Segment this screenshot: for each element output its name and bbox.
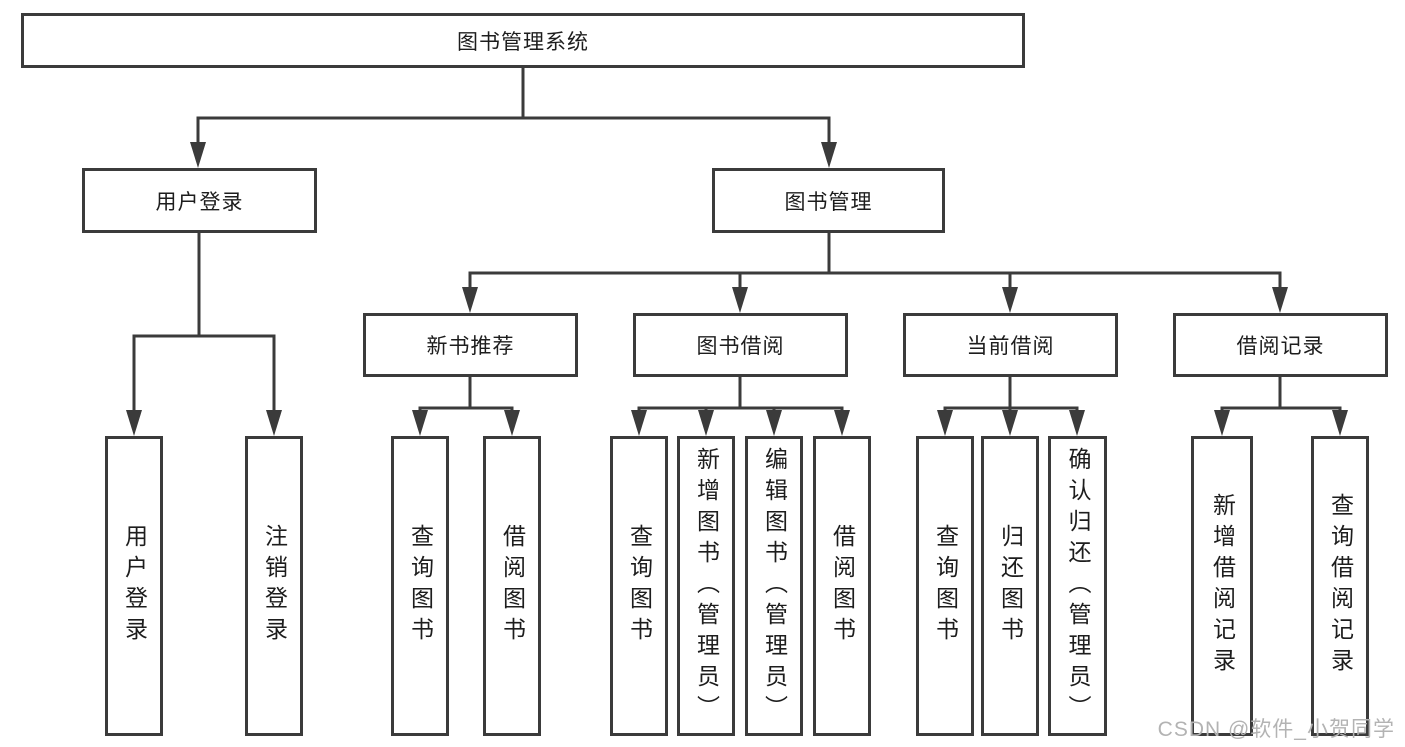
node-leaf-add-borrow-record: 新增借阅记录 [1191,436,1253,736]
arrowhead-icon [462,287,478,313]
node-leaf-borrow-books: 借阅图书 [813,436,871,736]
node-leaf-logout: 注销登录 [245,436,303,736]
arrowhead-icon [698,410,714,436]
arrowhead-icon [190,142,206,168]
node-borrow-records: 借阅记录 [1173,313,1388,377]
node-leaf-query-books-borrowing: 查询图书 [610,436,668,736]
arrowhead-icon [1214,410,1230,436]
node-leaf-return-books: 归还图书 [981,436,1039,736]
node-book-borrowing: 图书借阅 [633,313,848,377]
arrowhead-icon [126,410,142,436]
arrowhead-icon [821,142,837,168]
node-new-book-recommend: 新书推荐 [363,313,578,377]
arrowhead-icon [1002,410,1018,436]
arrowhead-icon [834,410,850,436]
arrowhead-icon [1332,410,1348,436]
csdn-watermark: CSDN @软件_小贺同学 [1157,718,1395,741]
arrowhead-icon [266,410,282,436]
node-leaf-query-books-current: 查询图书 [916,436,974,736]
node-leaf-edit-books-admin: 编辑图书（管理员） [745,436,803,736]
arrowhead-icon [1002,287,1018,313]
node-book-management: 图书管理 [712,168,945,233]
node-leaf-query-books-recommend: 查询图书 [391,436,449,736]
node-leaf-query-borrow-record: 查询借阅记录 [1311,436,1369,736]
arrowhead-icon [631,410,647,436]
arrowheads-layer [126,142,1348,436]
node-leaf-add-books-admin: 新增图书（管理员） [677,436,735,736]
node-user-login: 用户登录 [82,168,317,233]
node-current-borrowing: 当前借阅 [903,313,1118,377]
node-leaf-borrow-books-recommend: 借阅图书 [483,436,541,736]
arrowhead-icon [412,410,428,436]
node-root-library-system: 图书管理系统 [21,13,1025,68]
arrowhead-icon [766,410,782,436]
arrowhead-icon [504,410,520,436]
arrowhead-icon [732,287,748,313]
arrowhead-icon [1272,287,1288,313]
node-leaf-user-login: 用户登录 [105,436,163,736]
arrowhead-icon [1069,410,1085,436]
node-leaf-confirm-return-admin: 确认归还（管理员） [1048,436,1107,736]
arrowhead-icon [937,410,953,436]
